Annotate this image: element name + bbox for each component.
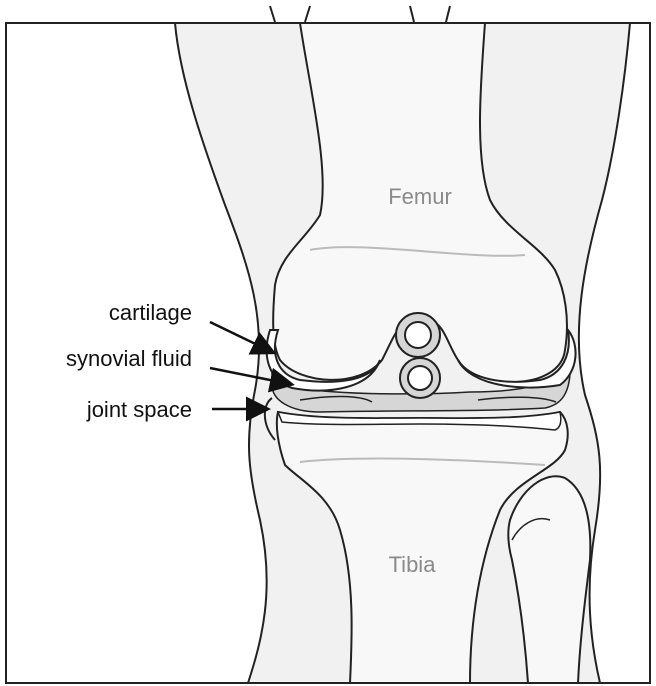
cartilage-label: cartilage	[109, 300, 192, 325]
ligament-lower-inner	[408, 366, 432, 390]
top-cut-lines	[270, 6, 450, 22]
tibia-label: Tibia	[389, 552, 437, 577]
femur-label: Femur	[388, 184, 452, 209]
synovial-fluid-label: synovial fluid	[66, 346, 192, 371]
ligament-upper-inner	[405, 322, 431, 348]
joint-space-label: joint space	[86, 397, 192, 422]
